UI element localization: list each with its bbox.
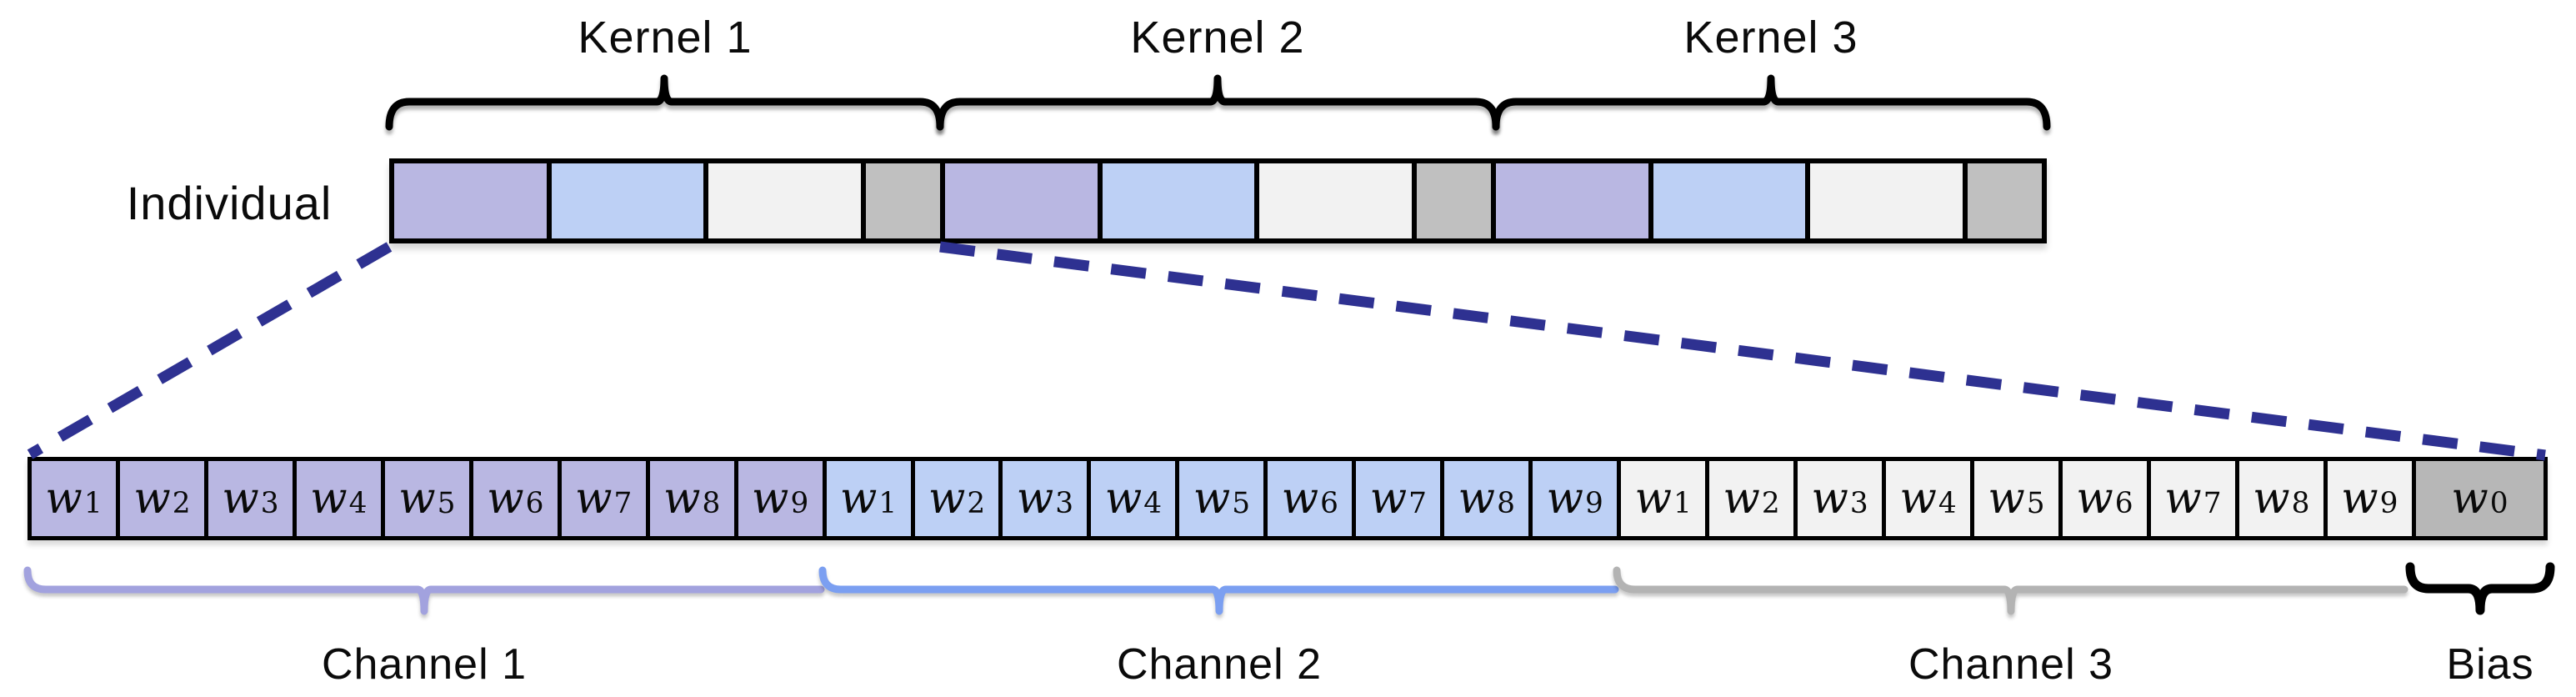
top-segment-kernel2-part4 (1411, 163, 1491, 238)
top-segment-kernel1-part3 (703, 163, 861, 238)
channel-2-brace (818, 566, 1619, 615)
kernel-1-label: Kernel 1 (578, 13, 753, 63)
top-segment-kernel3-part1 (1491, 163, 1648, 238)
channel-1-label: Channel 1 (321, 640, 528, 689)
kernel-2-label: Kernel 2 (1130, 13, 1305, 63)
individual-bar (389, 158, 2047, 243)
top-segment-kernel3-part3 (1805, 163, 1963, 238)
kernel-2-brace (936, 74, 1500, 131)
individual-label: Individual (126, 177, 333, 229)
top-segment-kernel1-part4 (860, 163, 940, 238)
zoom-dashed-line-right (939, 241, 2546, 461)
channel-1-brace (23, 566, 825, 615)
zoom-dashed-line-left (27, 242, 393, 459)
top-segment-kernel2-part2 (1097, 163, 1255, 238)
bias-brace (2405, 562, 2555, 615)
top-segment-kernel1-part2 (546, 163, 704, 238)
bias-label: Bias (2446, 640, 2534, 689)
kernel-3-label: Kernel 3 (1683, 13, 1858, 63)
channel-3-brace (1613, 566, 2408, 615)
top-segment-kernel3-part2 (1648, 163, 1806, 238)
channel-2-label: Channel 2 (1116, 640, 1323, 689)
channel-3-label: Channel 3 (1908, 640, 2114, 689)
kernel-3-brace (1492, 74, 2051, 131)
top-segment-kernel2-part1 (940, 163, 1098, 238)
top-segment-kernel2-part3 (1254, 163, 1412, 238)
top-segment-kernel1-part1 (394, 163, 547, 238)
kernel-1-brace (385, 74, 944, 131)
top-segment-kernel3-part4 (1962, 163, 2042, 238)
